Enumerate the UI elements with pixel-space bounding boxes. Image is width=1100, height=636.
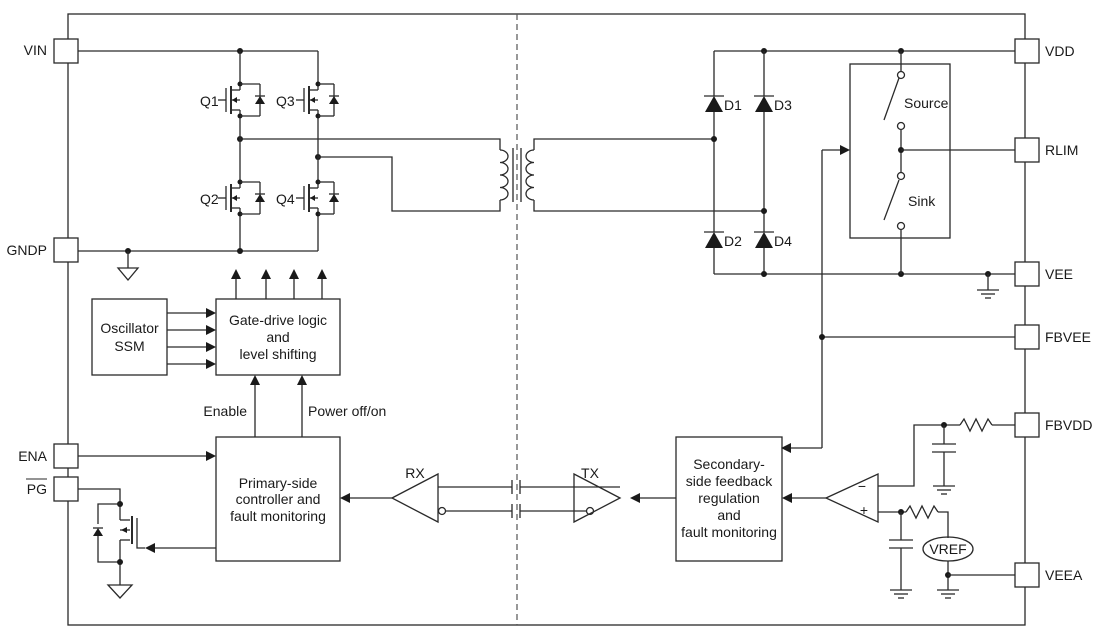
q1-label: Q1 (200, 93, 219, 109)
secondary-feedback-block: Secondary- side feedback regulation and … (675, 436, 783, 562)
opamp-plus: + (860, 502, 868, 518)
d1-label: D1 (724, 97, 742, 113)
pin-vee-label: VEE (1045, 266, 1073, 282)
oscillator-line-2: SSM (114, 338, 144, 354)
pin-fbvee: FBVEE (1014, 324, 1091, 350)
pin-gndp: GNDP (7, 237, 79, 263)
secondary-line-5: fault monitoring (681, 524, 777, 540)
tx-buffer: TX (573, 465, 676, 524)
pin-pg-label: PG (27, 481, 47, 497)
secondary-line-3: regulation (698, 490, 760, 506)
vee-ground-icon (976, 289, 1000, 299)
ena-arrow (206, 451, 216, 461)
transistor-q1 (217, 74, 266, 128)
gate-drive-line-2: and (266, 329, 289, 345)
rectifier: D1 D3 D2 D4 (704, 48, 1015, 299)
transistor-q3 (295, 74, 340, 128)
fbvee-net (781, 150, 1015, 453)
gate-drive-block: Gate-drive logic and level shifting (215, 269, 341, 376)
gate-drive-line-1: Gate-drive logic (229, 312, 327, 328)
oscillator-line-1: Oscillator (100, 320, 159, 336)
q3-label: Q3 (276, 93, 295, 109)
transistor-q2 (217, 174, 266, 251)
q4-label: Q4 (276, 191, 295, 207)
primary-line-2: controller and (236, 491, 321, 507)
pin-vee: VEE (1014, 261, 1073, 287)
secondary-line-2: side feedback (686, 473, 773, 489)
control-signals: Enable Power off/on (203, 375, 386, 437)
transistor-q4 (295, 174, 340, 251)
error-amplifier: − + VREF (782, 417, 1015, 599)
pin-veea-label: VEEA (1045, 567, 1083, 583)
oscillator-block: Oscillator SSM (91, 298, 168, 376)
pin-rlim-label: RLIM (1045, 142, 1078, 158)
pin-gndp-label: GNDP (7, 242, 47, 258)
chip-outline (67, 13, 1026, 626)
secondary-line-4: and (717, 507, 740, 523)
rx-label: RX (405, 465, 425, 481)
pin-fbvee-label: FBVEE (1045, 329, 1091, 345)
gate-drive-line-3: level shifting (239, 346, 316, 362)
power-label: Power off/on (308, 403, 386, 419)
pin-vin: VIN (24, 38, 79, 64)
vref-label: VREF (929, 541, 966, 557)
diode-d4 (754, 231, 774, 248)
pin-rlim: RLIM (1014, 137, 1078, 163)
diode-d2 (704, 231, 724, 248)
osc-to-gate-arrows (167, 308, 216, 369)
pin-fbvdd: FBVDD (1014, 412, 1092, 438)
pg-output-stage (78, 488, 216, 599)
diode-d3 (754, 95, 774, 112)
d2-label: D2 (724, 233, 742, 249)
current-limit-switches: Source Sink (822, 51, 1015, 274)
pin-ena: ENA (18, 443, 79, 469)
h-bridge: Q1 Q3 Q2 (78, 48, 501, 282)
q2-label: Q2 (200, 191, 219, 207)
transformer (499, 138, 764, 212)
primary-line-3: fault monitoring (230, 508, 326, 524)
pin-veea: VEEA (1014, 562, 1083, 588)
pin-ena-label: ENA (18, 448, 47, 464)
pin-pg: PG (26, 476, 79, 502)
d4-label: D4 (774, 233, 792, 249)
rx-buffer: RX (340, 465, 512, 524)
primary-line-1: Primary-side (239, 475, 318, 491)
pin-vdd: VDD (1014, 38, 1075, 64)
diode-d1 (704, 95, 724, 112)
pin-vin-label: VIN (24, 42, 47, 58)
d3-label: D3 (774, 97, 792, 113)
opamp-minus: − (858, 478, 866, 494)
sink-label: Sink (908, 193, 936, 209)
primary-controller-block: Primary-side controller and fault monito… (215, 436, 341, 562)
pin-fbvdd-label: FBVDD (1045, 417, 1092, 433)
secondary-line-1: Secondary- (693, 456, 765, 472)
tx-label: TX (581, 465, 600, 481)
isolation-capacitors (511, 480, 620, 518)
pin-vdd-label: VDD (1045, 43, 1075, 59)
enable-label: Enable (203, 403, 247, 419)
source-label: Source (904, 95, 949, 111)
